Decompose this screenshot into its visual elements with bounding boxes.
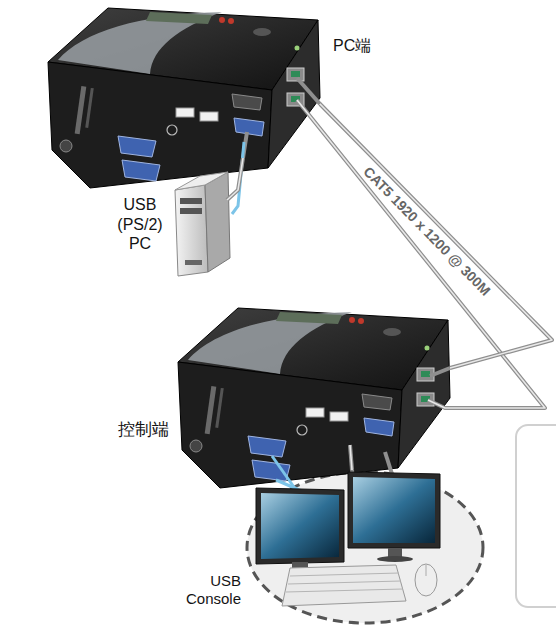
- mouse: [426, 565, 427, 576]
- side-panel: [516, 425, 556, 607]
- video-usb-cable: [227, 158, 243, 200]
- keyboard-keys: [286, 573, 403, 592]
- dashed-ellipse: [247, 472, 483, 623]
- monitor-stand: [292, 562, 308, 570]
- cable: [297, 100, 545, 408]
- cat5-cable: [320, 104, 552, 368]
- monitor-screen: [353, 477, 435, 543]
- cable: [385, 452, 392, 474]
- cable: [272, 456, 296, 490]
- cable: [430, 368, 450, 376]
- monitor-stand: [388, 548, 402, 558]
- kvm-console-unit: 控制端: [178, 320, 450, 445]
- cable: [243, 132, 247, 158]
- unit-label: 控制端: [118, 420, 178, 441]
- mouse: [415, 564, 437, 596]
- pc-tower-top: [175, 172, 228, 190]
- monitor-screen: [261, 493, 339, 559]
- cable: [352, 470, 354, 490]
- cable-spec: CAT5 1920 x 1200 @ 300M: [360, 164, 493, 299]
- cable-core: [350, 445, 352, 470]
- drive-bay: [180, 198, 202, 204]
- console-cable: [350, 445, 352, 470]
- pc-tower-side: [205, 172, 230, 272]
- cable-core: [227, 158, 243, 200]
- monitor-bezel: [256, 488, 344, 564]
- pc-tower-front: [175, 185, 208, 276]
- group-outline: [245, 470, 485, 625]
- cable: [297, 78, 320, 104]
- drive-bay: [180, 208, 202, 214]
- monitor-stand: [377, 556, 413, 562]
- kvm-pc-unit: PC端: [48, 8, 320, 158]
- usb-console-group: USB Console: [245, 470, 485, 625]
- unit-label: PC端: [333, 36, 383, 56]
- monitor-bezel: [348, 472, 440, 548]
- cable-core: [320, 104, 552, 368]
- usb-pc: USB (PS/2) PC: [175, 175, 227, 275]
- cable: [276, 480, 304, 492]
- pc-label: USB (PS/2) PC: [113, 195, 167, 254]
- console-label: USB Console: [177, 572, 241, 609]
- cable: [297, 100, 545, 408]
- keyboard: [282, 565, 406, 606]
- kvm-extender-unit: [178, 308, 450, 488]
- cable: [232, 142, 244, 214]
- kvm-extender-unit: [48, 8, 320, 188]
- drive-bay: [185, 260, 202, 265]
